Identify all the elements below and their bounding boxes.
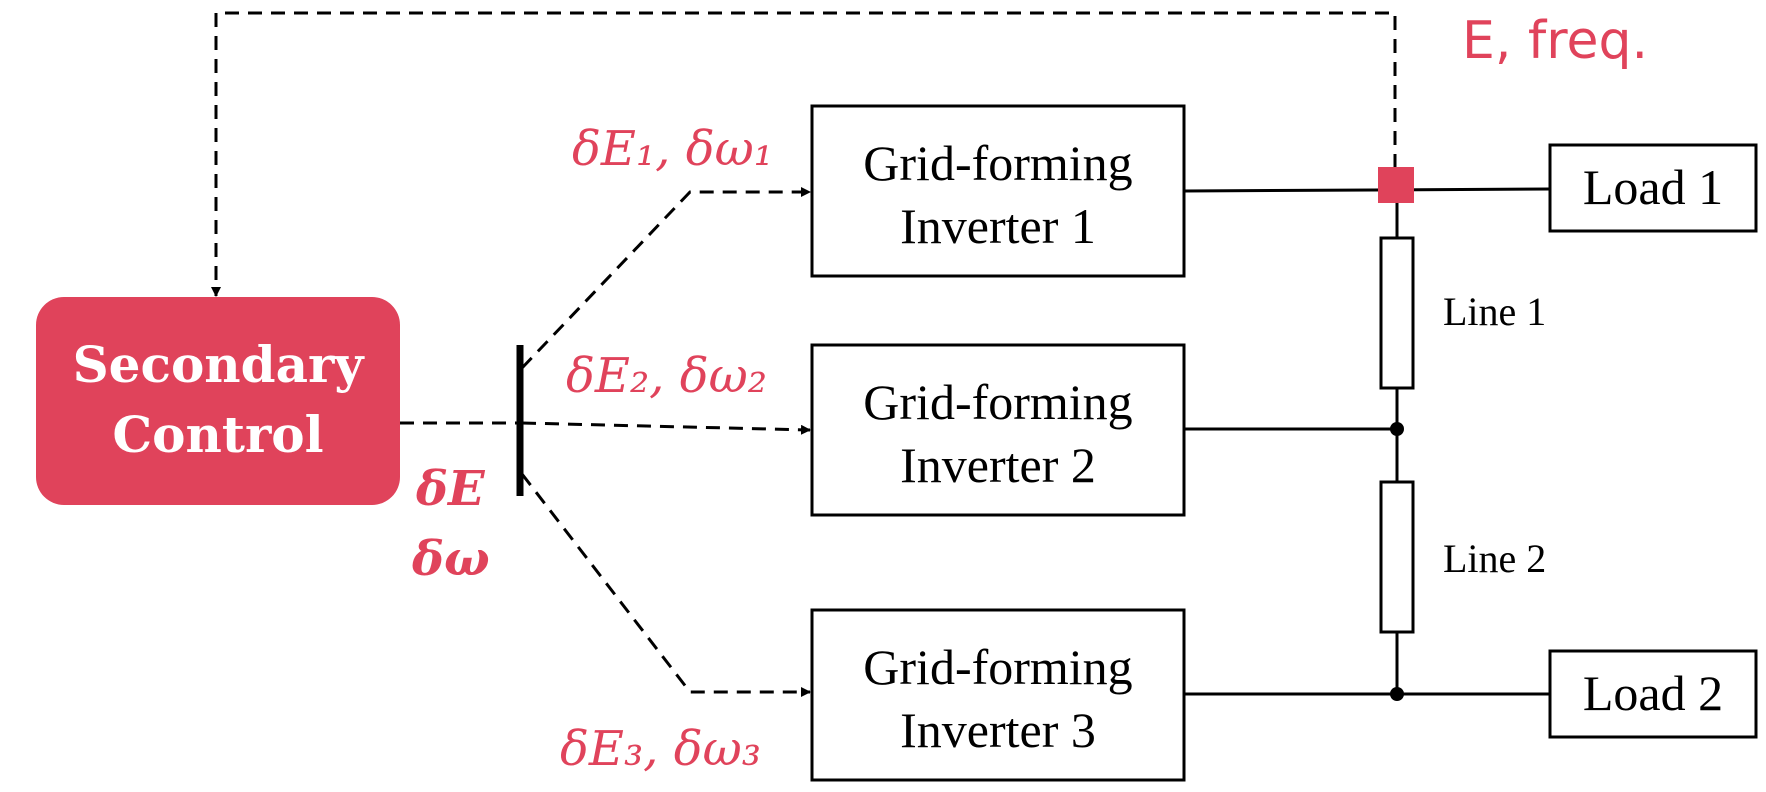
inverter-3-line2: Inverter 3	[900, 702, 1096, 758]
signal-path-3	[520, 473, 811, 697]
inverter-3-line1: Grid-forming	[863, 639, 1132, 695]
signal-label-1: δE₁, δω₁	[572, 121, 773, 177]
load-2-label: Load 2	[1583, 665, 1723, 721]
inverter-block-1: Grid-forming Inverter 1	[810, 104, 1186, 278]
line-1-label: Line 1	[1443, 289, 1546, 334]
secondary-control-block: Secondary Control	[36, 297, 400, 505]
signal-path-1	[520, 187, 811, 370]
junction-node-2	[1390, 422, 1404, 436]
line-2-impedance	[1379, 480, 1415, 634]
broadcast-label-line2: δω	[411, 531, 490, 587]
feedback-path	[211, 11, 1397, 297]
controller-label-line1: Secondary	[73, 335, 366, 394]
inverter-1-line1: Grid-forming	[863, 135, 1132, 191]
inverter-block-2: Grid-forming Inverter 2	[810, 343, 1186, 517]
controller-label-line2: Control	[112, 405, 323, 464]
measurement-point	[1378, 167, 1414, 203]
signal-path-2	[521, 421, 811, 435]
inverter-2-line1: Grid-forming	[863, 374, 1132, 430]
load-block-2: Load 2	[1548, 649, 1758, 739]
load-block-1: Load 1	[1548, 143, 1758, 233]
measurement-label: E, freq.	[1462, 11, 1648, 71]
signal-label-2: δE₂, δω₂	[566, 348, 767, 404]
bus-connection-1	[1183, 187, 1551, 193]
broadcast-label-line1: δE	[415, 461, 486, 517]
line-1-impedance	[1379, 236, 1415, 390]
signal-label-3: δE₃, δω₃	[560, 721, 761, 777]
line-2-label: Line 2	[1443, 536, 1546, 581]
inverter-block-3: Grid-forming Inverter 3	[810, 608, 1186, 782]
inverter-2-line2: Inverter 2	[900, 437, 1096, 493]
load-1-label: Load 1	[1583, 159, 1723, 215]
junction-node-3	[1390, 687, 1404, 701]
inverter-1-line2: Inverter 1	[900, 198, 1096, 254]
